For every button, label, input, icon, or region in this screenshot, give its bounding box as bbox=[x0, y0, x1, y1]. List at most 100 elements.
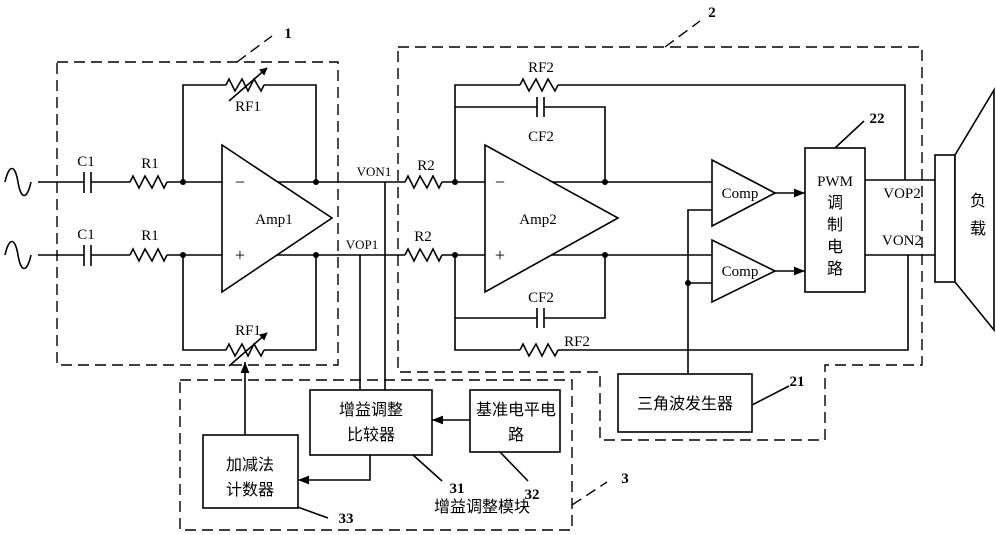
node-dot bbox=[313, 252, 319, 258]
pwm-label-line-2: 调 bbox=[827, 194, 843, 212]
label-von1: VON1 bbox=[357, 164, 392, 179]
gain-comparator-ref: 31 bbox=[450, 481, 465, 497]
module-2-ref: 2 bbox=[708, 5, 716, 21]
pwm-label-line-1: PWM bbox=[817, 174, 853, 190]
wire-cf2-bottom-right bbox=[544, 255, 606, 319]
speaker-magnet bbox=[934, 154, 956, 283]
stage-2: R2 R2 RF2 RF2 CF2 CF2 Amp2 − + Comp Comp… bbox=[404, 60, 995, 433]
capacitor-cf2-bottom bbox=[536, 308, 545, 328]
module-3-leader bbox=[571, 481, 608, 506]
amp2-minus-sign: − bbox=[495, 172, 505, 192]
gain-module-title: 增益调整模块 bbox=[434, 498, 530, 516]
amp2-plus-sign: + bbox=[495, 245, 505, 265]
label-r1-top: R1 bbox=[141, 156, 159, 172]
capacitor-c1-top bbox=[83, 172, 92, 193]
rf1-top-variable-arrow bbox=[228, 67, 268, 102]
wire-comparator-to-counter bbox=[298, 455, 371, 485]
resistor-r1-top bbox=[129, 174, 168, 190]
gain-comparator-label-line-1: 增益调整 bbox=[339, 401, 403, 419]
label-rf1-top: RF1 bbox=[235, 99, 261, 115]
reference-level-label-line-1: 基准电平电 bbox=[476, 401, 556, 419]
amp1-op-amp bbox=[221, 143, 334, 294]
resistor-rf1-bottom bbox=[225, 342, 265, 358]
pwm-label-line-5: 路 bbox=[827, 260, 843, 278]
module-3-ref: 3 bbox=[621, 471, 629, 487]
triangle-generator-leader bbox=[751, 385, 790, 406]
load-label-line-2: 载 bbox=[970, 220, 986, 238]
speaker-load-icon bbox=[934, 87, 995, 333]
pwm-label-line-4: 电 bbox=[827, 238, 843, 256]
node-dot bbox=[602, 179, 608, 185]
amp2-label: Amp2 bbox=[519, 212, 557, 228]
module-2-leader bbox=[664, 20, 701, 48]
module-1-leader bbox=[236, 35, 273, 63]
gain-adjustment-module: 增益调整 比较器 基准电平电 路 加减法 计数器 增益调整模块 bbox=[202, 362, 561, 516]
counter-label-line-2: 计数器 bbox=[226, 481, 274, 499]
comparator-bottom bbox=[711, 238, 777, 304]
label-c1-top: C1 bbox=[77, 154, 95, 170]
label-vop1: VOP1 bbox=[346, 237, 379, 252]
label-rf2-bottom: RF2 bbox=[564, 334, 590, 350]
capacitor-c1-bottom bbox=[83, 245, 92, 266]
node-dot bbox=[313, 179, 319, 185]
label-rf1-bottom: RF1 bbox=[235, 323, 261, 339]
reference-level-label-line-2: 路 bbox=[508, 426, 524, 444]
up-down-counter-box bbox=[202, 434, 299, 509]
pwm-ref: 22 bbox=[870, 111, 885, 127]
node-dot bbox=[452, 252, 458, 258]
module-1-ref: 1 bbox=[284, 26, 292, 42]
label-von2: VON2 bbox=[882, 233, 922, 249]
comparator-top-label: Comp bbox=[722, 186, 759, 202]
wire-cf2-top-right bbox=[544, 106, 606, 182]
label-rf2-top: RF2 bbox=[528, 60, 554, 76]
triangle-generator-ref: 21 bbox=[790, 374, 805, 390]
amp1-minus-sign: − bbox=[235, 172, 245, 192]
wire-rf2-bottom-return bbox=[558, 255, 909, 351]
wire-fb-bottom-2 bbox=[264, 255, 317, 351]
label-cf2-top: CF2 bbox=[528, 129, 554, 145]
resistor-r1-bottom bbox=[129, 247, 168, 263]
resistor-r2-bottom bbox=[404, 247, 443, 263]
amp2-op-amp bbox=[484, 143, 620, 294]
ac-source-bottom-icon bbox=[4, 240, 32, 270]
amp1-label: Amp1 bbox=[255, 212, 293, 228]
pwm-leader bbox=[834, 120, 865, 149]
reference-level-box bbox=[469, 389, 561, 453]
amp1-plus-sign: + bbox=[235, 245, 245, 265]
resistor-rf2-top bbox=[519, 77, 559, 93]
speaker-cone bbox=[954, 87, 995, 333]
node-dot bbox=[452, 179, 458, 185]
module-1-boundary bbox=[56, 61, 339, 366]
counter-label-line-1: 加减法 bbox=[226, 456, 274, 474]
label-r1-bottom: R1 bbox=[141, 228, 159, 244]
wire-triangle-wave bbox=[687, 209, 712, 374]
resistor-rf2-bottom bbox=[519, 342, 559, 358]
capacitor-plate bbox=[83, 172, 92, 193]
wire-fb-bottom-1 bbox=[182, 255, 226, 351]
label-cf2-bottom: CF2 bbox=[528, 290, 554, 306]
wire-fb-top-2 bbox=[264, 84, 317, 182]
wire-fb2-top-vertical bbox=[454, 84, 520, 182]
gain-comparator-label-line-2: 比较器 bbox=[347, 426, 395, 444]
resistor-r2-top bbox=[404, 174, 443, 190]
pwm-label-line-3: 制 bbox=[827, 216, 843, 234]
comparator-bottom-label: Comp bbox=[722, 264, 759, 280]
pwm-modulation-box bbox=[804, 147, 866, 293]
resistor-rf1-top bbox=[225, 77, 265, 93]
triangle-wave-generator-label: 三角波发生器 bbox=[637, 395, 733, 413]
label-r2-top: R2 bbox=[417, 158, 435, 174]
stage-1: C1 C1 R1 R1 RF1 RF1 Amp1 − + VON1 VOP1 bbox=[4, 67, 405, 390]
node-dot bbox=[180, 179, 186, 185]
wire-fb2-bottom-vertical bbox=[454, 255, 520, 351]
capacitor-cf2-top bbox=[536, 97, 545, 117]
load-label-line-1: 负 bbox=[970, 192, 986, 210]
node-dot bbox=[685, 280, 691, 286]
capacitor-plate bbox=[83, 245, 92, 266]
label-c1-bottom: C1 bbox=[77, 227, 95, 243]
wire-rf2-top-return bbox=[558, 84, 906, 180]
triangle-wave-generator-box bbox=[617, 373, 753, 433]
node-dot bbox=[180, 252, 186, 258]
gain-comparator-box bbox=[309, 389, 433, 456]
gain-comparator-leader bbox=[412, 454, 443, 482]
